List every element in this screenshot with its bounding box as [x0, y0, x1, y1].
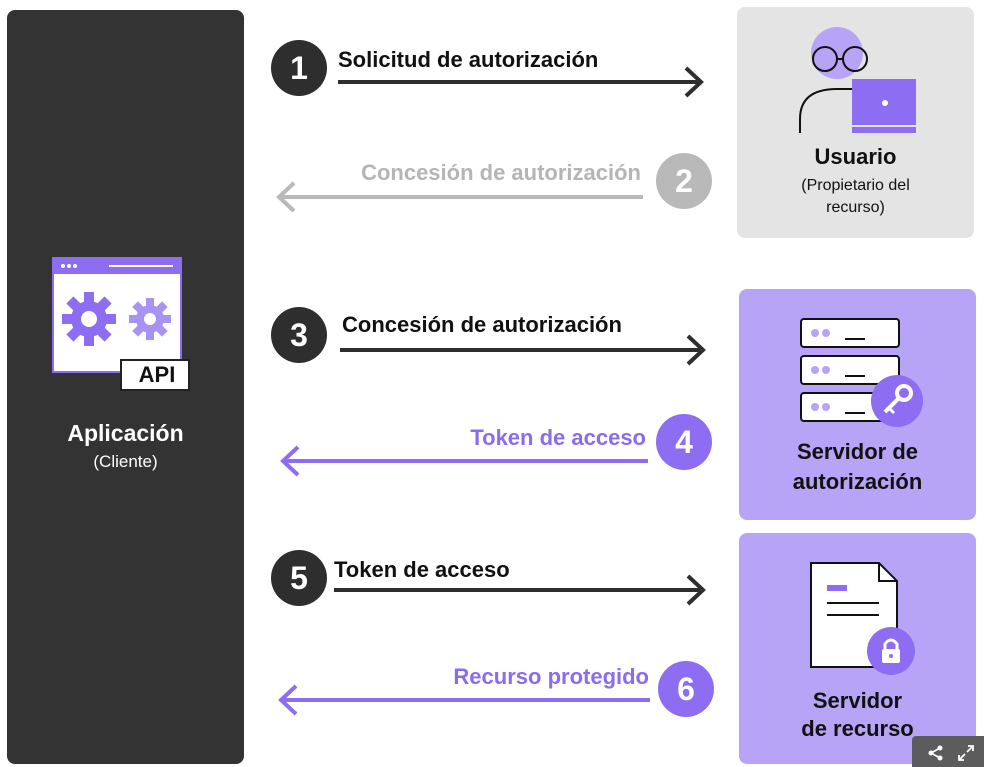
arrow-step-5 — [334, 574, 706, 606]
arrow-step-4 — [280, 445, 648, 477]
step-4-label: Token de acceso — [470, 425, 646, 450]
expand-icon[interactable] — [958, 745, 974, 761]
client-panel: API Aplicación (Cliente) — [7, 10, 244, 764]
arrow-step-6 — [278, 684, 650, 716]
step-1-label: Solicitud de autorización — [338, 47, 599, 72]
document-lock-icon — [810, 562, 915, 675]
step-2-circle: 2 — [656, 153, 712, 209]
api-window-icon — [52, 257, 190, 391]
step-5-label: Token de acceso — [334, 557, 510, 582]
api-badge-label: API — [138, 362, 176, 387]
client-title: Aplicación — [67, 420, 184, 446]
step-4-circle: 4 — [656, 414, 712, 470]
auth-server-box: Servidor de autorización — [739, 289, 976, 520]
arrow-step-2 — [276, 181, 643, 213]
step-3-label: Concesión de autorización — [342, 312, 622, 337]
step-6-circle: 6 — [658, 661, 714, 717]
server-key-icon — [800, 318, 923, 427]
resource-server-title-line1: Servidor — [812, 688, 903, 713]
image-toolbar — [912, 736, 984, 767]
client-subtitle: (Cliente) — [93, 452, 158, 471]
user-title: Usuario — [814, 144, 897, 169]
resource-server-title-line2: de recurso — [801, 716, 914, 741]
user-subtitle-line2: recurso) — [826, 199, 885, 216]
step-6-label: Recurso protegido — [453, 664, 649, 689]
share-icon[interactable] — [928, 745, 944, 761]
auth-server-title-line2: autorización — [792, 469, 923, 494]
auth-server-title-line1: Servidor de — [796, 439, 919, 464]
step-1-circle: 1 — [271, 40, 327, 96]
arrow-step-3 — [340, 334, 706, 366]
user-subtitle-line1: (Propietario del — [801, 177, 910, 194]
step-3-circle: 3 — [271, 307, 327, 363]
step-2-label: Concesión de autorización — [361, 160, 641, 185]
resource-server-box: Servidor de recurso — [739, 533, 976, 764]
user-icon — [799, 27, 916, 133]
step-5-circle: 5 — [271, 550, 327, 606]
arrow-step-1 — [338, 66, 704, 98]
user-box: Usuario (Propietario del recurso) — [737, 7, 974, 238]
